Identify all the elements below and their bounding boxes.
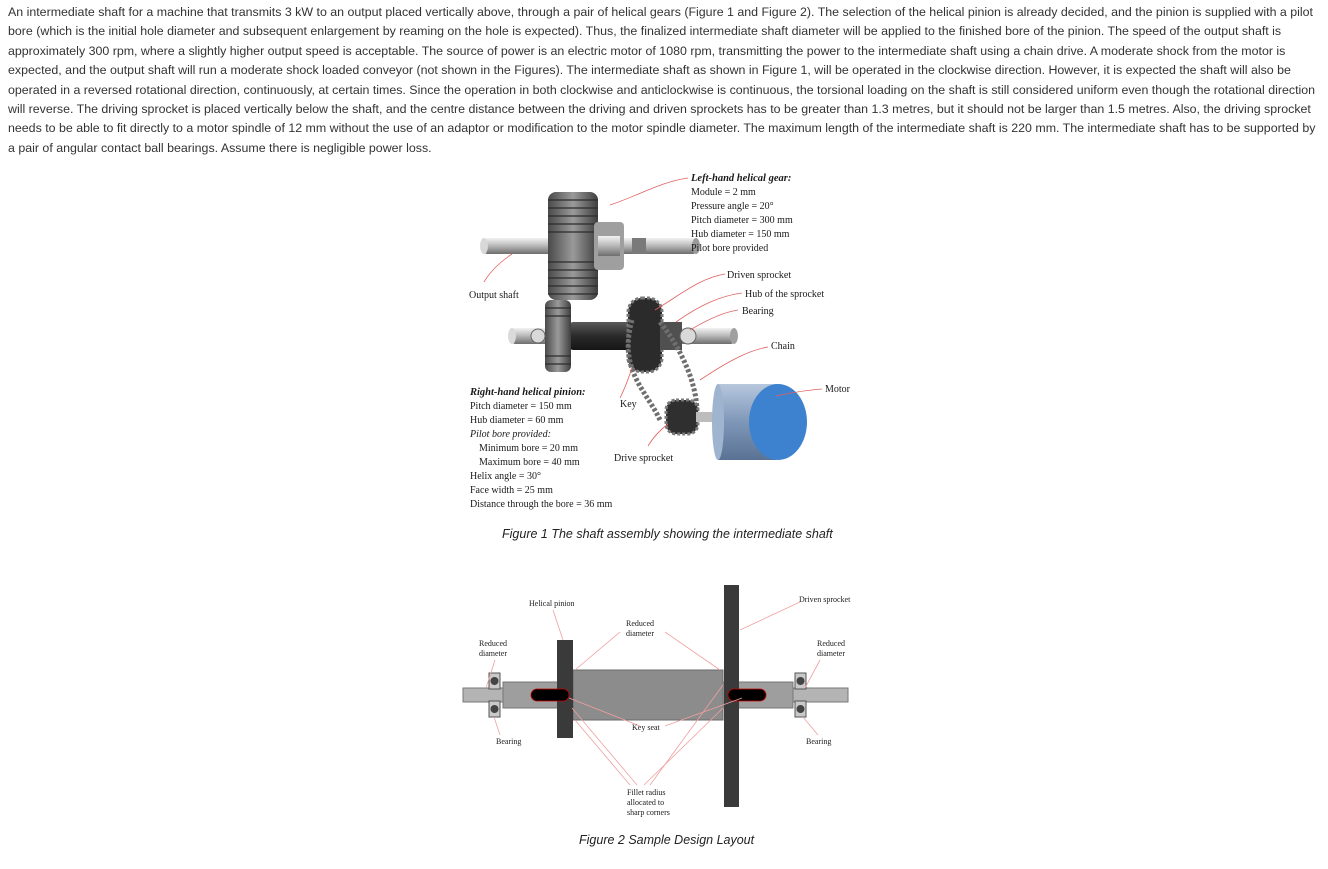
fillet-label: allocated to [627, 798, 664, 807]
driven-sprocket-label: Driven sprocket [727, 270, 791, 281]
gear-title: Left-hand helical gear: [690, 173, 791, 184]
reduced-diameter-label: Reduced [817, 639, 845, 648]
pilot-spec: Minimum bore = 20 mm [479, 443, 578, 454]
hub-label: Hub of the sprocket [745, 289, 824, 300]
helical-pinion-label: Helical pinion [529, 599, 575, 608]
motor-label: Motor [825, 384, 851, 395]
left-hand-helical-gear [548, 192, 646, 300]
bearing-right [794, 672, 807, 718]
pinion-title: Right-hand helical pinion: [469, 387, 586, 398]
bearing-label: Bearing [496, 737, 521, 746]
key-seat-label: Key seat [632, 723, 661, 732]
figure-2-layout: Helical pinion Reduced diameter Reduced … [462, 585, 851, 817]
chain-label: Chain [771, 341, 795, 352]
reduced-diameter-label: diameter [817, 649, 845, 658]
reduced-diameter-label: diameter [626, 629, 654, 638]
key-seat [727, 688, 767, 702]
pinion-spec: Hub diameter = 60 mm [470, 415, 564, 426]
drive-sprocket [664, 398, 722, 436]
gear-spec: Pressure angle = 20° [691, 201, 774, 212]
leader-lines [483, 177, 823, 447]
chain [625, 319, 700, 422]
gear-spec: Module = 2 mm [691, 187, 756, 198]
bearing-label: Bearing [742, 306, 774, 317]
figure-2-caption: Figure 2 Sample Design Layout [579, 833, 755, 847]
motor [712, 384, 807, 460]
reduced-diameter-label: Reduced [626, 619, 654, 628]
figure-1-assembly: Left-hand helical gear: Module = 2 mm Pr… [469, 173, 851, 510]
reduced-diameter-label: Reduced [479, 639, 507, 648]
fillet-label: sharp corners [627, 808, 670, 817]
bearing-label: Bearing [806, 737, 831, 746]
pinion-spec: Pitch diameter = 150 mm [470, 401, 572, 412]
key-seat [530, 688, 570, 702]
output-shaft-label: Output shaft [469, 290, 519, 301]
gear-spec: Pilot bore provided [691, 243, 768, 254]
pinion-spec: Helix angle = 30° [470, 471, 541, 482]
gear-spec: Pitch diameter = 300 mm [691, 215, 793, 226]
figure-1-caption: Figure 1 The shaft assembly showing the … [502, 527, 833, 541]
problem-statement: An intermediate shaft for a machine that… [8, 5, 1316, 155]
reduced-diameter-label: diameter [479, 649, 507, 658]
pinion-spec: Distance through the bore = 36 mm [470, 499, 612, 510]
gear-spec: Hub diameter = 150 mm [691, 229, 790, 240]
key-label: Key [620, 399, 637, 410]
leader-lines [485, 601, 821, 786]
fillet-label: Fillet radius [627, 788, 665, 797]
driven-sprocket-label: Driven sprocket [799, 595, 851, 604]
pilot-title: Pilot bore provided: [469, 429, 551, 440]
drive-sprocket-label: Drive sprocket [614, 453, 673, 464]
pinion-spec: Face width = 25 mm [470, 485, 553, 496]
pilot-spec: Maximum bore = 40 mm [479, 457, 580, 468]
right-hand-helical-pinion [530, 300, 571, 372]
bearing-left [488, 672, 501, 718]
